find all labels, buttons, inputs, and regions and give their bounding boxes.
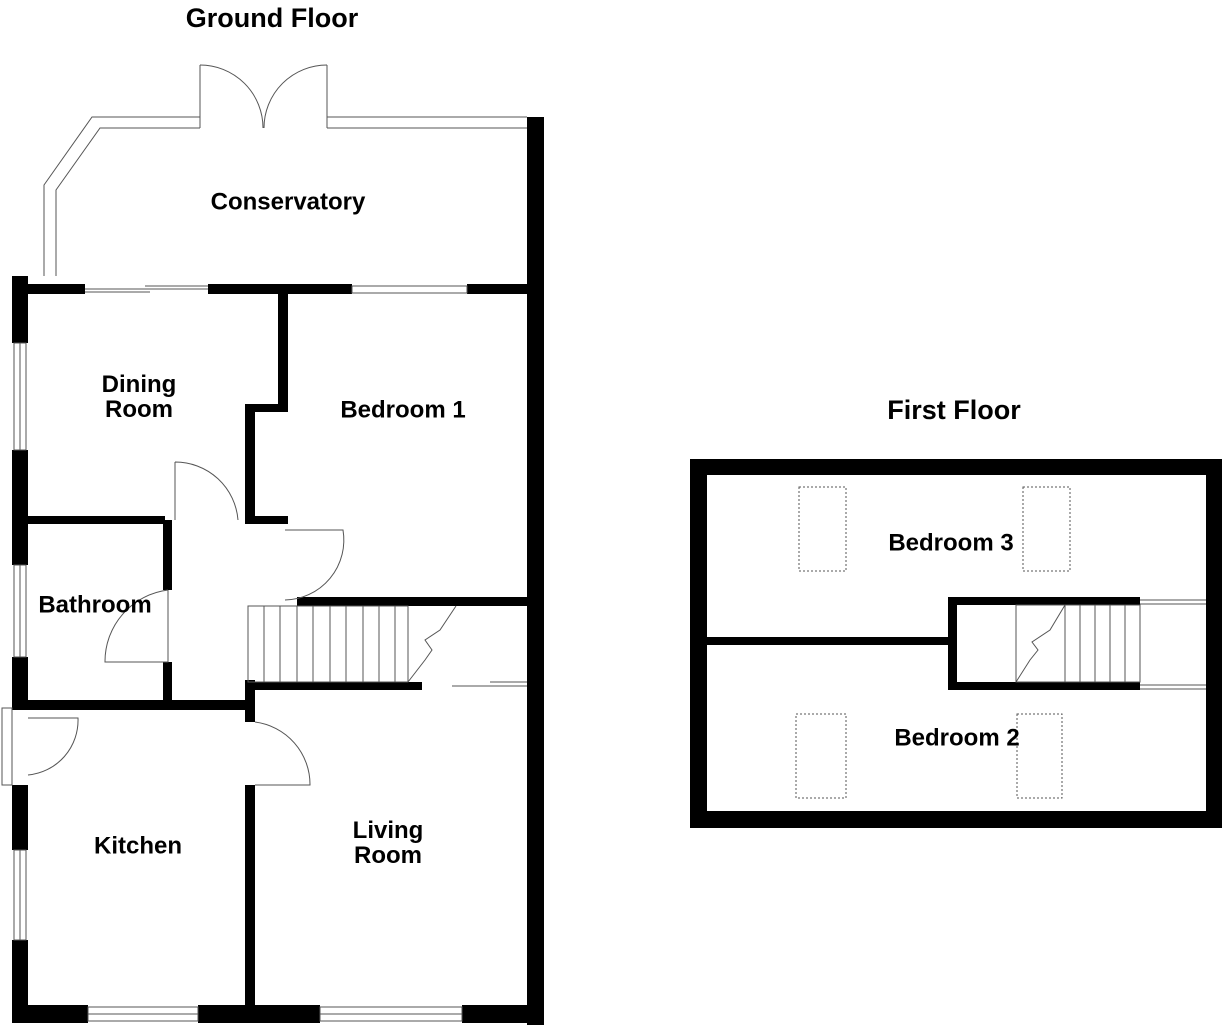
skylight <box>798 486 847 572</box>
skylight <box>1016 713 1063 799</box>
ground-floor-title: Ground Floor <box>185 2 359 33</box>
skylight <box>1022 486 1071 572</box>
room-label-bedroom-3: Bedroom 3 <box>888 529 1014 557</box>
first-floor-title: First Floor <box>887 394 1021 425</box>
first-floor-walls <box>690 459 1222 828</box>
ground-floor-windows-doors <box>1 64 527 1022</box>
first-floor-details <box>795 486 1206 799</box>
room-label-dining-room: Dining Room <box>101 370 177 423</box>
room-label-conservatory: Conservatory <box>210 188 366 216</box>
room-label-living-room: Living Room <box>352 816 424 869</box>
skylight <box>795 713 847 799</box>
room-label-bathroom: Bathroom <box>38 591 152 619</box>
ground-floor-walls <box>12 117 544 1025</box>
room-label-bedroom-2: Bedroom 2 <box>894 724 1020 752</box>
ground-floor-stairs <box>247 605 457 683</box>
room-label-kitchen: Kitchen <box>93 832 183 860</box>
room-label-bedroom-1: Bedroom 1 <box>340 396 466 424</box>
